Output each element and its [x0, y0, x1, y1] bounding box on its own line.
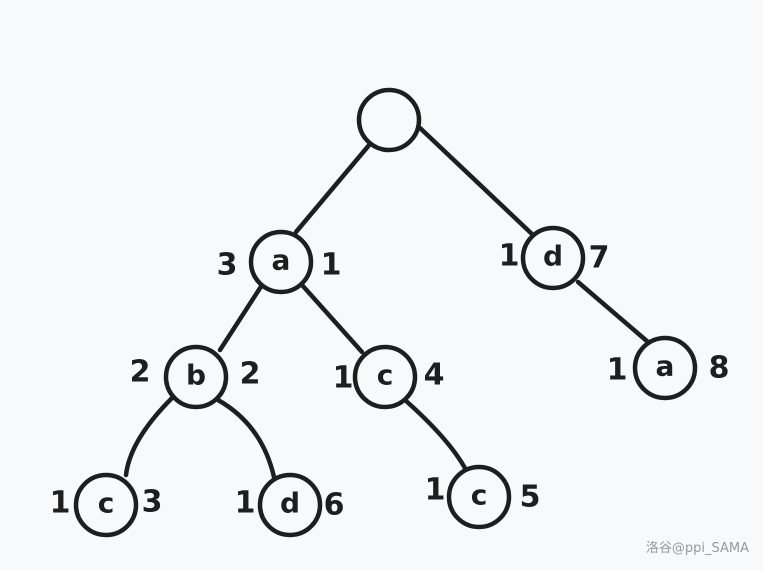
- edge-d-a: [575, 279, 651, 345]
- count-left: 3: [217, 248, 238, 283]
- svg-text:d: d: [543, 240, 563, 273]
- count-left: 1: [50, 486, 71, 521]
- tree-node-a: a: [632, 335, 698, 401]
- edge-b-d: [215, 397, 277, 480]
- count-right: 3: [142, 485, 163, 520]
- count-right: 7: [589, 241, 610, 276]
- tree-node-c: c: [352, 344, 418, 410]
- count-right: 6: [324, 488, 345, 523]
- svg-text:c: c: [471, 479, 488, 512]
- tree-node-root: [356, 87, 422, 153]
- edge-b-c: [123, 395, 175, 478]
- tree-node-d: d: [257, 472, 323, 538]
- count-right: 2: [240, 357, 261, 392]
- count-left: 2: [130, 355, 151, 390]
- edge-root-a: [293, 141, 373, 235]
- svg-text:a: a: [272, 244, 291, 277]
- count-right: 5: [520, 480, 541, 515]
- count-left: 1: [607, 353, 628, 388]
- edge-a-c: [299, 282, 365, 355]
- edges: [123, 125, 651, 480]
- tree-node-d: d: [520, 225, 586, 291]
- svg-text:b: b: [186, 359, 206, 392]
- tree-node-c: c: [446, 464, 512, 530]
- watermark: 洛谷@ppi_SAMA: [645, 541, 749, 556]
- count-right: 4: [424, 358, 445, 393]
- svg-text:a: a: [656, 350, 675, 383]
- edge-root-d: [417, 125, 536, 238]
- tree-node-c: c: [73, 472, 139, 538]
- count-left: 1: [235, 486, 256, 521]
- count-right: 1: [321, 248, 342, 283]
- tree-node-b: b: [163, 344, 229, 410]
- count-right: 8: [709, 351, 730, 386]
- count-left: 1: [425, 473, 446, 508]
- tree-node-a: a: [248, 229, 314, 295]
- svg-text:c: c: [377, 359, 394, 392]
- edge-c-c: [402, 397, 469, 473]
- count-left: 1: [333, 361, 354, 396]
- svg-text:c: c: [98, 487, 115, 520]
- count-left: 1: [499, 239, 520, 274]
- edge-a-b: [217, 282, 265, 353]
- svg-text:d: d: [280, 487, 300, 520]
